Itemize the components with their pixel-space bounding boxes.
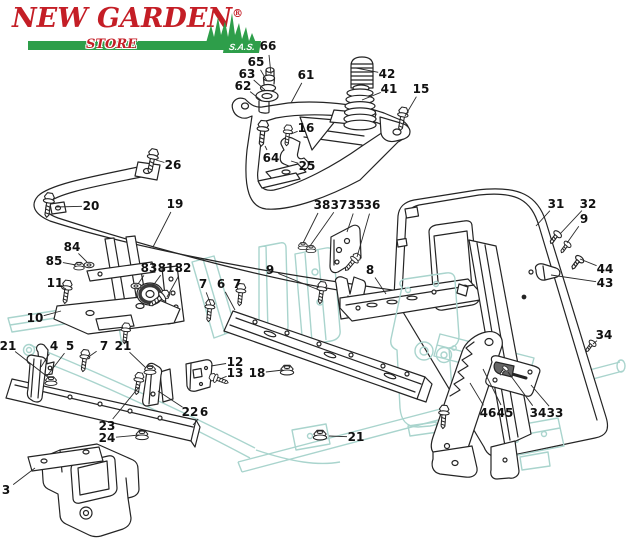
part-label-34: 34 [595, 328, 613, 342]
part-label-10: 10 [26, 311, 44, 325]
part-label-61: 61 [297, 68, 315, 82]
part-label-19: 19 [166, 197, 184, 211]
part-label-5: 5 [65, 339, 75, 353]
hitch-bracket-3 [27, 443, 140, 538]
part-label-36: 36 [363, 198, 381, 212]
part-label-32: 32 [579, 197, 597, 211]
logo-brand-text: NEW GARDEN® [12, 3, 244, 34]
serrated-bracket-45 [430, 331, 503, 478]
part-label-63: 63 [238, 67, 256, 81]
nut-85 [73, 261, 85, 271]
nut-37 [305, 245, 317, 254]
part-label-7: 7 [198, 277, 208, 291]
part-label-64: 64 [262, 151, 280, 165]
part-label-12: 12 [226, 355, 244, 369]
nut-21-bottom [312, 429, 328, 441]
part-label-20: 20 [82, 199, 100, 213]
part-label-13: 13 [226, 366, 244, 380]
leader-lines [12, 54, 598, 485]
logo-green-bar: STORE [28, 37, 234, 52]
logo-store-text: STORE [86, 37, 138, 52]
bolt-7-lower [77, 348, 92, 373]
plate-8 [334, 276, 481, 322]
latch-43 [528, 263, 561, 281]
part-label-41: 41 [380, 82, 398, 96]
part-label-83: 83 [140, 261, 158, 275]
part-label-9: 9 [579, 212, 589, 226]
spring-41 [343, 84, 377, 131]
part-label-35: 35 [347, 198, 365, 212]
part-label-22: 22 [181, 405, 199, 419]
part-label-65: 65 [247, 55, 265, 69]
frame-tube-19 [33, 161, 434, 306]
bolt-7-left [202, 298, 217, 323]
screw-9-right [557, 239, 573, 256]
bolt-23 [130, 371, 146, 396]
nut-21-mid [143, 365, 157, 375]
part-label-84: 84 [63, 240, 81, 254]
grass-icon [206, 13, 256, 43]
seat-support-frame-61 [231, 97, 411, 210]
part-label-11: 11 [46, 276, 64, 290]
part-label-44: 44 [596, 262, 614, 276]
logo-sas-text: S.A.S. [222, 41, 262, 53]
nut-21-left [44, 376, 58, 386]
washer-84 [83, 261, 95, 269]
part-label-26: 26 [164, 158, 182, 172]
part-label-82: 82 [174, 261, 192, 275]
part-label-81: 81 [157, 261, 175, 275]
steering-column-support [53, 235, 185, 345]
part-label-37: 37 [330, 198, 348, 212]
part-label-21: 21 [347, 430, 365, 444]
part-label-66: 66 [259, 39, 277, 53]
part-label-18: 18 [248, 366, 266, 380]
part-label-34: 34 [529, 406, 547, 420]
part-label-4: 4 [49, 339, 59, 353]
part-label-23: 23 [98, 419, 116, 433]
part-label-6: 6 [199, 405, 209, 419]
part-label-7: 7 [99, 339, 109, 353]
part-label-31: 31 [547, 197, 565, 211]
part-label-24: 24 [98, 431, 116, 445]
part-label-62: 62 [234, 79, 252, 93]
part-label-6: 6 [216, 277, 226, 291]
part-label-21: 21 [114, 339, 132, 353]
part-label-25: 25 [298, 159, 316, 173]
screw-44 [567, 253, 586, 273]
washer-83 [130, 282, 142, 290]
mounting-plate-6 [223, 310, 433, 403]
part-label-45: 45 [496, 406, 514, 420]
part-label-42: 42 [378, 67, 396, 81]
registered-mark: ® [232, 7, 244, 20]
part-label-16: 16 [297, 121, 315, 135]
part-label-33: 33 [546, 406, 564, 420]
bracket-35 [329, 224, 362, 274]
lower-plate-6b [5, 378, 201, 448]
bracket-12 [185, 359, 213, 392]
newgarden-logo: NEW GARDEN® STORE S.A.S. [8, 2, 268, 60]
part-label-9: 9 [265, 263, 275, 277]
part-label-43: 43 [596, 276, 614, 290]
ghost-center-bracket [291, 423, 331, 451]
part-label-8: 8 [365, 263, 375, 277]
part-label-7: 7 [232, 277, 242, 291]
clamp-25 [257, 136, 309, 189]
tension-knob-42 [350, 56, 374, 89]
part-label-3: 3 [1, 483, 11, 497]
parts-linework-front [5, 105, 598, 538]
part-label-46: 46 [479, 406, 497, 420]
part-label-85: 85 [45, 254, 63, 268]
part-label-38: 38 [313, 198, 331, 212]
part-label-21: 21 [0, 339, 17, 353]
part-label-15: 15 [412, 82, 430, 96]
